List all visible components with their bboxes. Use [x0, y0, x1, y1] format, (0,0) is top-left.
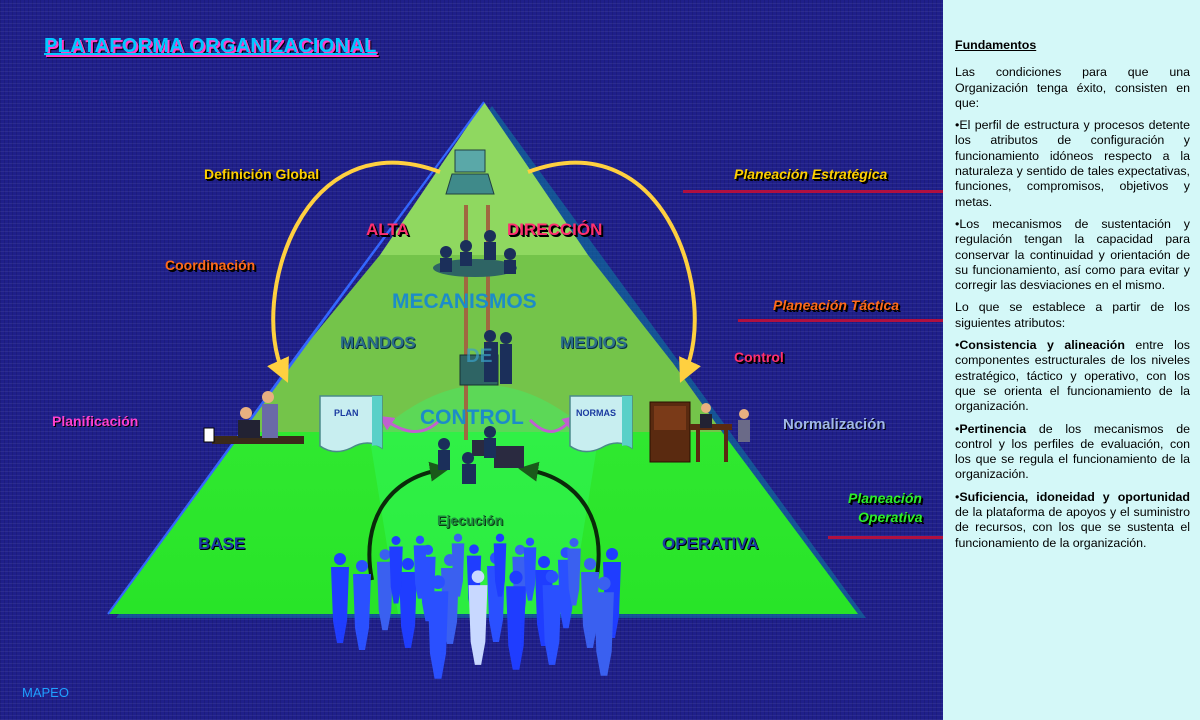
label-plan-doc: PLAN [334, 408, 359, 418]
arrow-to-normas [528, 415, 578, 433]
person-silhouette [468, 570, 488, 665]
pyramid-graphic [107, 101, 866, 679]
label-planeacion-operativa-1: Planeación [848, 490, 922, 506]
office-cabinet-icon [649, 401, 750, 463]
person-silhouette [581, 558, 599, 648]
workstation-icon [459, 330, 512, 386]
attr-2-text: de los mecanismos de control y los perfi… [955, 421, 1190, 482]
person-silhouette [427, 575, 449, 679]
arc-right [527, 160, 701, 383]
attr-1-term: Consistencia y alineación [959, 338, 1125, 353]
computer-icon [445, 149, 495, 195]
label-base: BASE [198, 534, 246, 553]
control-room-icon [438, 426, 524, 484]
label-planificacion: Planificación [52, 413, 139, 429]
person-silhouette [413, 535, 427, 599]
sidebar-heading: Fundamentos [955, 38, 1037, 52]
diagram-canvas: PLATAFORMA ORGANIZACIONAL ALTA DIRECCIÓN… [0, 0, 943, 720]
label-planeacion-operativa-2: Operativa [858, 509, 923, 525]
label-normas-doc: NORMAS [576, 408, 616, 418]
attr-1-text: entre los componentes estructurales de l… [955, 338, 1190, 414]
divider-estrategica [683, 190, 943, 193]
person-silhouette [399, 558, 417, 648]
attr-2-term: Pertinencia [959, 421, 1027, 436]
planner-desk-icon [203, 391, 304, 444]
label-ejecucion: Ejecución [437, 512, 504, 528]
person-silhouette [389, 536, 403, 604]
arc-base-right [518, 461, 601, 581]
pyramid-middle [241, 255, 722, 432]
divider-tactica [738, 319, 943, 322]
sidebar-bullet-1: •El perfil de estructura y procesos dete… [955, 118, 1190, 209]
pyramid-base [108, 432, 858, 614]
attr-3-term: Suficiencia, idoneidad y oportunidad [959, 489, 1190, 504]
page-title: PLATAFORMA ORGANIZACIONAL [44, 35, 377, 57]
bullet-mark: • [955, 489, 960, 504]
normas-document-icon [569, 395, 633, 453]
sidebar-lead: Lo que se establece a partir de los sigu… [955, 300, 1190, 330]
label-normalizacion: Normalización [783, 416, 886, 433]
label-planeacion-estrategica: Planeación Estratégica [734, 166, 888, 182]
label-control-center: CONTROL [420, 406, 524, 429]
person-silhouette [451, 533, 465, 597]
arc-left [267, 160, 441, 383]
label-alta: ALTA [366, 220, 409, 239]
person-silhouette [567, 538, 581, 606]
sidebar-intro: Las condiciones para que una Organizació… [955, 65, 1190, 110]
person-silhouette [542, 570, 562, 665]
person-silhouette [353, 560, 371, 650]
sidebar-bullet-2: •Los mecanismos de sustentación y regula… [955, 216, 1190, 293]
person-silhouette [493, 533, 507, 597]
arc-base-left [367, 461, 450, 581]
person-silhouette [594, 576, 614, 676]
attr-3-text: de la plataforma de apoyos y el suminist… [955, 505, 1190, 550]
sidebar-attr-3: •Suficiencia, idoneidad y oportunidad de… [955, 490, 1190, 551]
label-definicion-global: Definición Global [204, 166, 320, 182]
sidebar-fundamentos: Fundamentos Las condiciones para que una… [943, 0, 1200, 720]
label-planeacion-tactica: Planeación Táctica [773, 297, 900, 313]
crowd-of-people [331, 533, 621, 679]
footer-mapeo: MAPEO [22, 685, 69, 700]
bullet-mark: • [955, 338, 960, 353]
label-control-right: Control [734, 349, 784, 365]
arrow-to-plan [378, 415, 442, 434]
plan-document-icon [319, 395, 383, 453]
sidebar-attr-1: •Consistencia y alineación entre los com… [955, 338, 1190, 414]
meeting-table-icon [433, 230, 517, 277]
sidebar-attr-2: •Pertinencia de los mecanismos de contro… [955, 422, 1190, 483]
divider-operativa [828, 536, 943, 539]
label-direccion: DIRECCIÓN [507, 220, 603, 239]
label-mecanismos: MECANISMOS [392, 290, 537, 313]
label-coordinacion: Coordinación [165, 257, 256, 273]
label-medios: MEDIOS [560, 333, 628, 352]
person-silhouette [331, 553, 349, 643]
label-mandos: MANDOS [340, 333, 416, 352]
person-silhouette [376, 549, 394, 631]
label-de: DE [466, 346, 493, 367]
person-silhouette [523, 537, 537, 601]
bullet-mark: • [955, 421, 960, 436]
label-operativa: OPERATIVA [662, 534, 759, 553]
person-silhouette [506, 570, 526, 670]
